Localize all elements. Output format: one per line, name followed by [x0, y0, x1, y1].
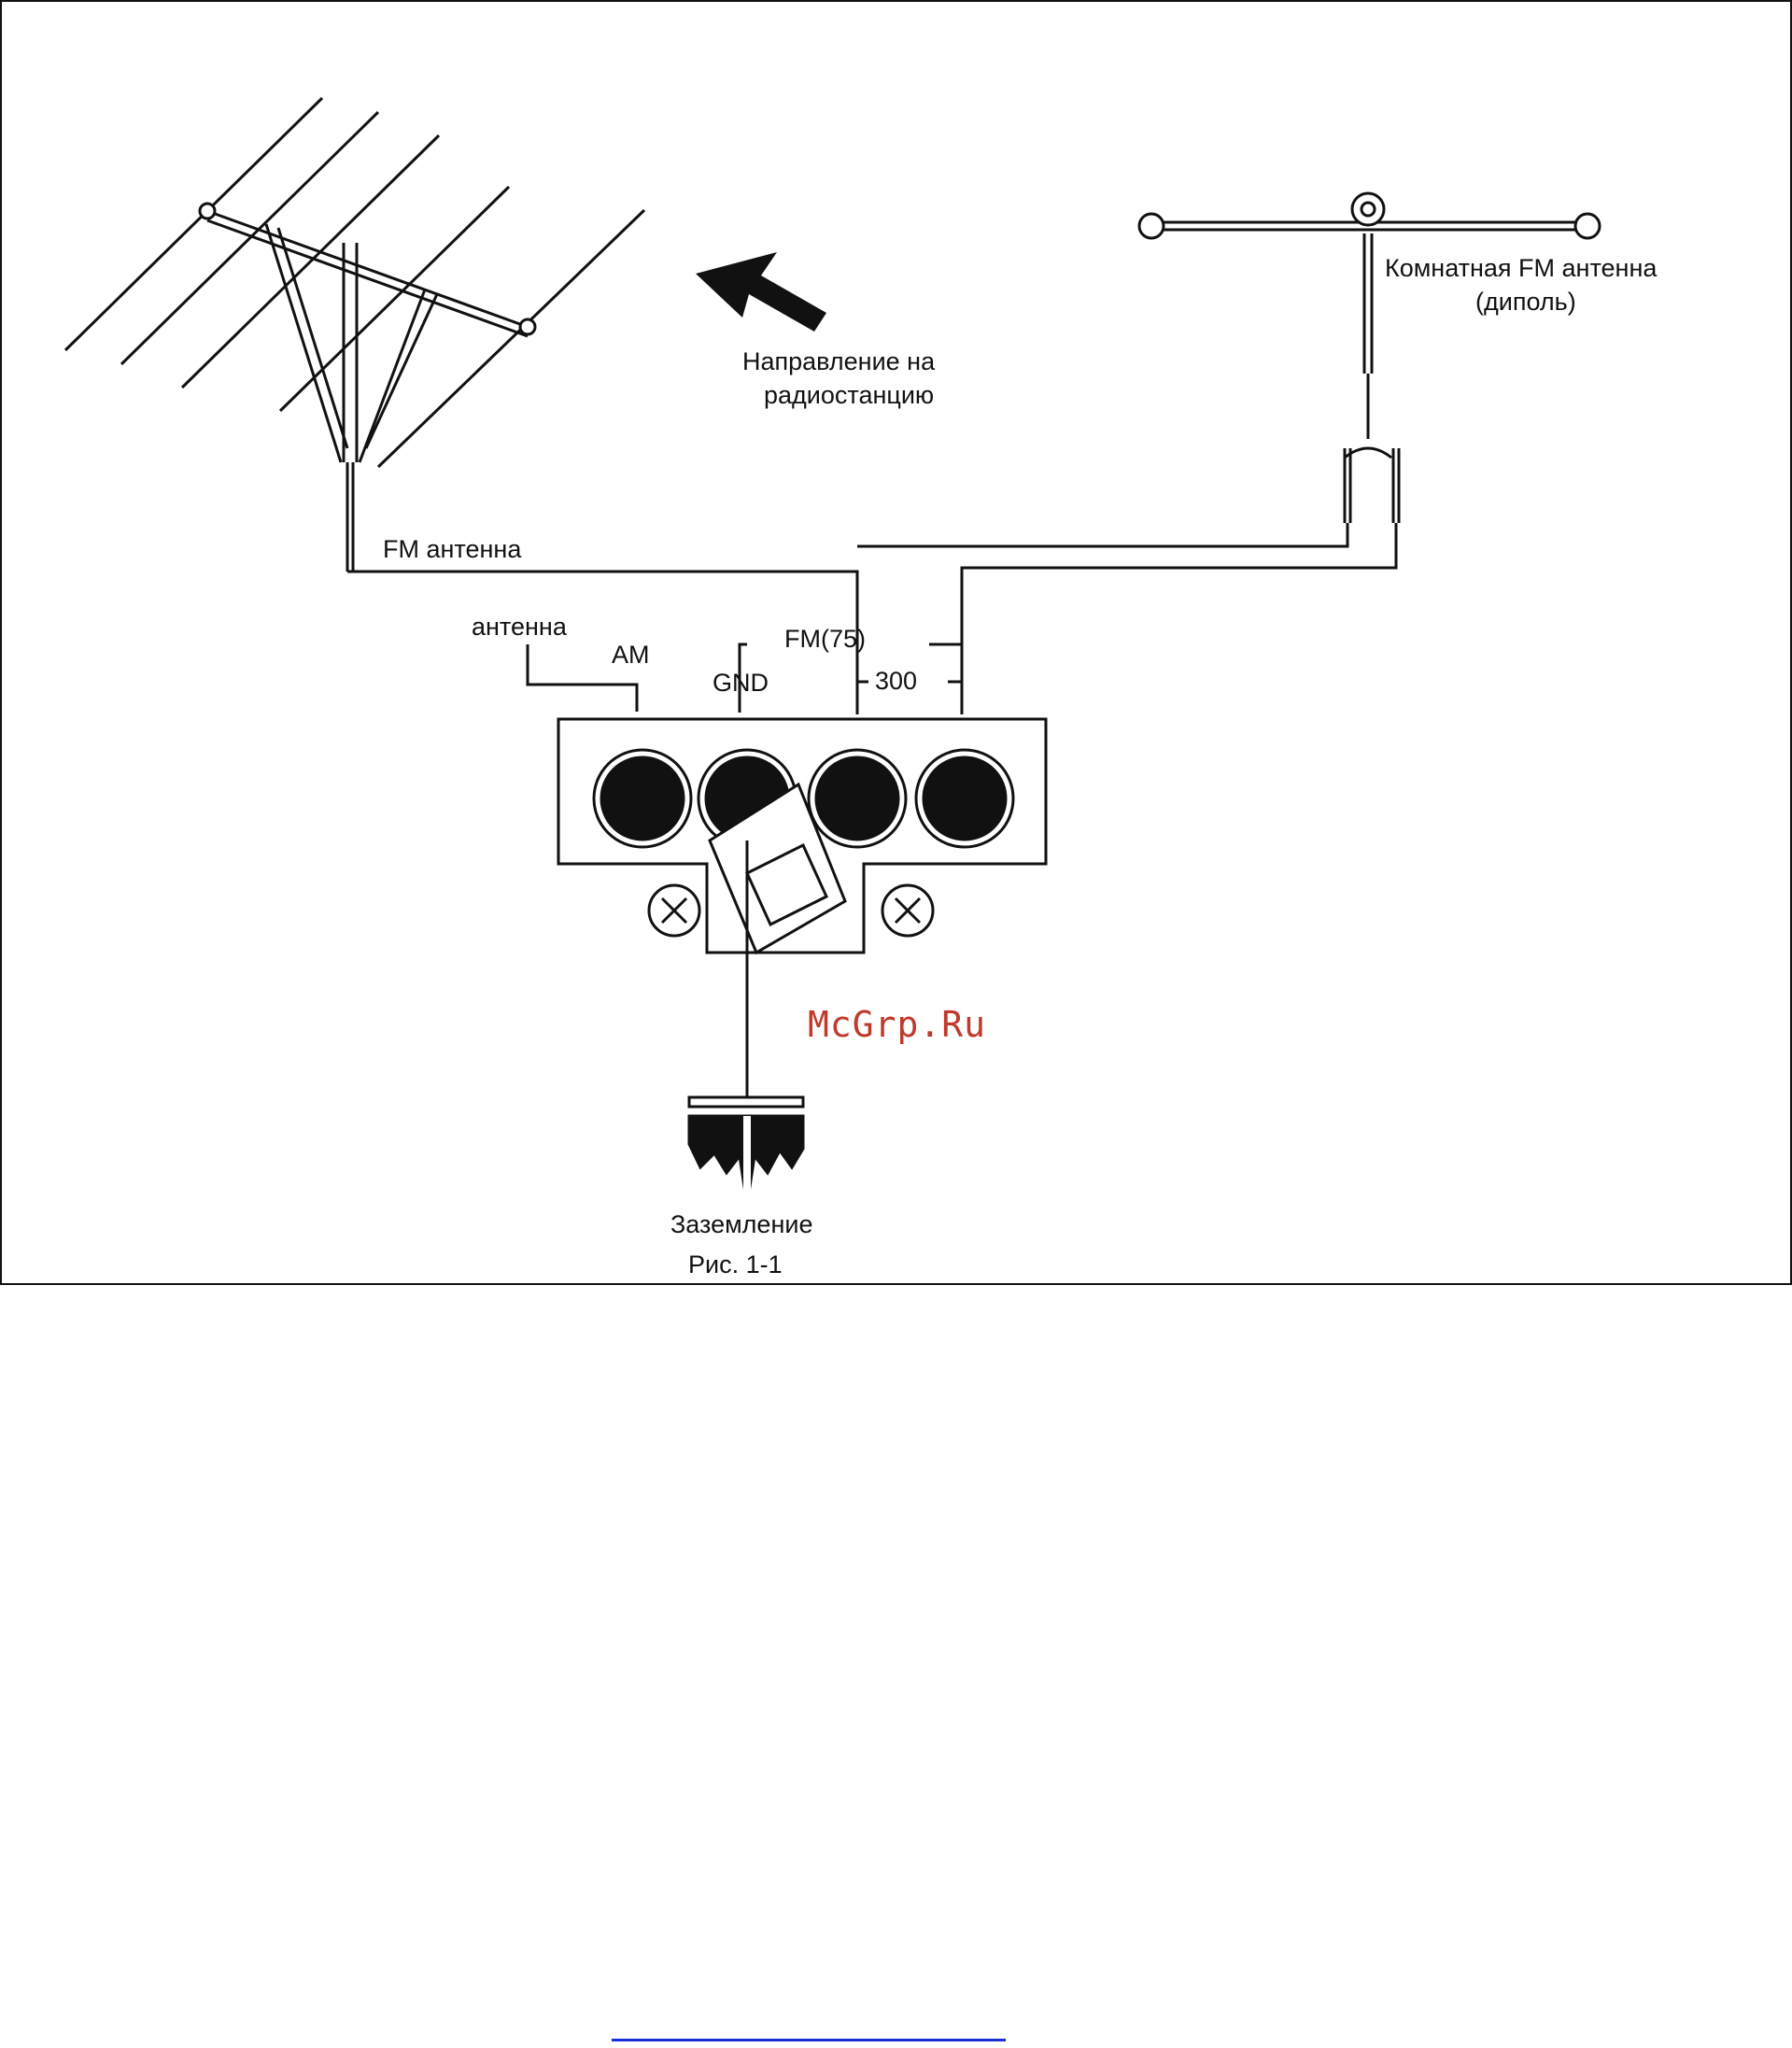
watermark: McGrp.Ru	[808, 1004, 986, 1045]
indoor-antenna-label-line1: Комнатная FM антенна	[1385, 254, 1658, 282]
figure-caption: Рис. 1-1	[688, 1250, 783, 1278]
terminal-300-label: 300	[875, 667, 917, 695]
am-antenna-label: антенна	[472, 613, 568, 641]
direction-label-line1: Направление на	[742, 347, 936, 375]
ground-rod	[687, 840, 805, 1209]
outdoor-fm-antenna	[63, 96, 646, 572]
terminal-am-label: AM	[612, 641, 650, 669]
diagram-frame	[0, 0, 1792, 1285]
antenna-wiring	[347, 523, 1398, 714]
direction-arrow	[696, 252, 826, 332]
indoor-antenna-label-line2: (диполь)	[1475, 288, 1576, 316]
fm-antenna-label: FM антенна	[383, 535, 522, 563]
indoor-dipole-antenna	[1137, 191, 1602, 523]
terminal-block	[557, 717, 1048, 955]
terminal-fm75-label: FM(75)	[784, 625, 866, 653]
direction-label-line2: радиостанцию	[764, 381, 934, 409]
bottom-link-underline[interactable]	[612, 2039, 1006, 2041]
antenna-connection-diagram: Направление на радиостанцию Комнатная FM…	[0, 0, 1792, 1285]
ground-label: Заземление	[670, 1210, 812, 1238]
terminal-gnd-label: GND	[713, 669, 769, 697]
